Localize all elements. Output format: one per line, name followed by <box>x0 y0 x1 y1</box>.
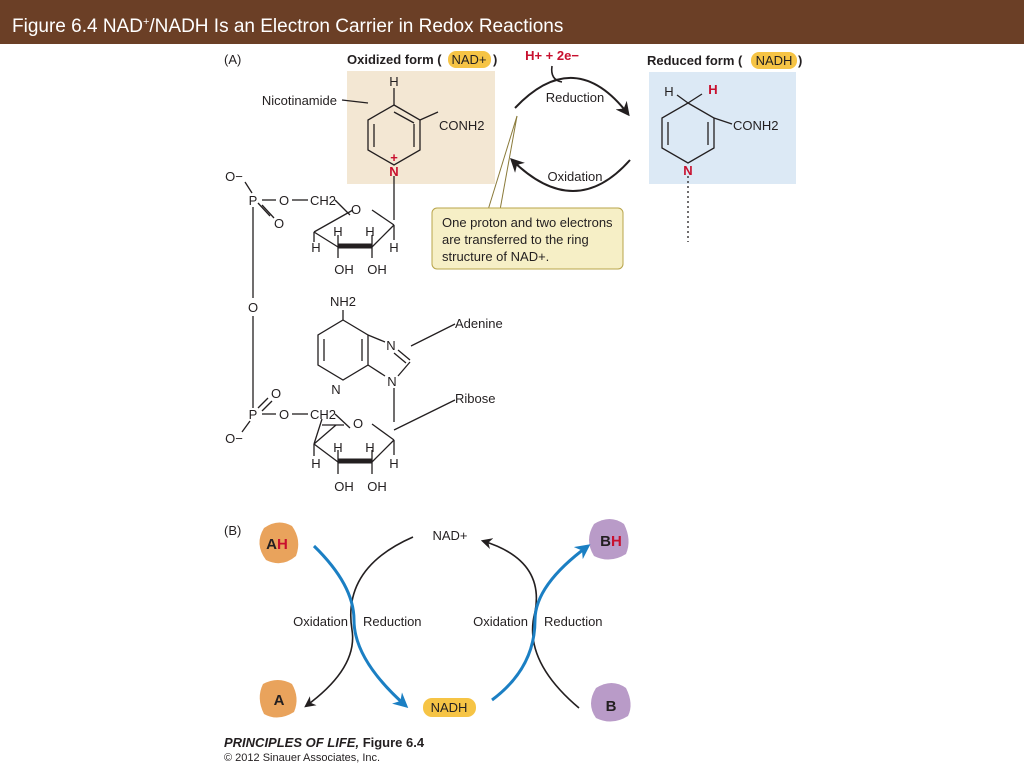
reduced-form-label: Reduced form ( <box>647 53 743 68</box>
right-oxidation-label: Oxidation <box>473 614 528 629</box>
proton-electrons-label: H+ + 2e− <box>525 48 579 63</box>
lower-ribose-oh2: OH <box>367 479 387 494</box>
nadh-pill-text: NADH <box>431 700 468 715</box>
figure-credit: PRINCIPLES OF LIFE, Figure 6.4 © 2012 Si… <box>224 735 424 764</box>
bh-label: BH <box>600 533 622 550</box>
adenine-n9: N <box>387 374 396 389</box>
lower-ch2: CH2 <box>310 407 336 422</box>
reduced-ring-background <box>649 72 796 184</box>
upper-phosphate-bonds <box>244 181 351 408</box>
lower-bridge-oxygen: O <box>279 407 289 422</box>
nad-to-a-arrow <box>304 536 414 708</box>
pyrophosphate-oxygen: O <box>248 300 258 315</box>
ring-nitrogen: N <box>389 164 398 179</box>
upper-bridge-oxygen: O <box>279 193 289 208</box>
lower-double-oxygen: O <box>271 386 281 401</box>
upper-ribose-oxygen: O <box>351 202 361 217</box>
lower-o-minus: O− <box>225 431 243 446</box>
figure-title: Figure 6.4 NAD+/NADH Is an Electron Carr… <box>0 0 1024 44</box>
upper-ribose-oh2: OH <box>367 262 387 277</box>
b-label: B <box>606 698 617 715</box>
a-molecule-blob <box>259 680 297 718</box>
proton-entry-arrow <box>550 65 563 83</box>
nadh-to-bh-arrow <box>491 544 591 702</box>
reduction-arrow <box>514 76 630 117</box>
reduced-atom-h: H <box>664 84 673 99</box>
adenine-label: Adenine <box>455 316 503 331</box>
nad-plus-badge-text: NAD+ <box>451 52 486 67</box>
lower-ribose-oh1: OH <box>334 479 354 494</box>
nicotinamide-label: Nicotinamide <box>262 93 337 108</box>
adenine-n3: N <box>331 382 340 397</box>
upper-ribose-h2: H <box>365 224 374 239</box>
upper-ribose-ring <box>313 209 395 258</box>
nicotinamide-ring-reduced <box>661 93 733 242</box>
ah-to-nadh-arrow <box>312 544 409 708</box>
lower-phosphorus: P <box>249 407 258 422</box>
reduced-conh2-label: CONH2 <box>733 118 779 133</box>
copyright-line: © 2012 Sinauer Associates, Inc. <box>224 752 381 764</box>
upper-ribose-h4: H <box>389 240 398 255</box>
reduction-label: Reduction <box>546 90 605 105</box>
callout-line-1: One proton and two electrons <box>442 215 613 230</box>
oxidation-label: Oxidation <box>548 169 603 184</box>
left-reduction-label: Reduction <box>363 614 422 629</box>
oxidized-ring-background <box>347 71 495 184</box>
oxidized-form-label: Oxidized form ( <box>347 52 442 67</box>
nad-plus-badge <box>448 51 491 68</box>
ribose-label: Ribose <box>455 391 495 406</box>
atom-h-top: H <box>389 74 398 89</box>
upper-double-oxygen: O <box>274 216 284 231</box>
callout-line-2: are transferred to the ring <box>442 232 589 247</box>
reduced-ring-nitrogen: N <box>683 163 692 178</box>
nad-plus-label: NAD+ <box>432 528 467 543</box>
bh-molecule-blob <box>589 519 629 560</box>
callout-box <box>431 207 624 270</box>
adenine-ring <box>317 310 456 422</box>
upper-ribose-h3: H <box>311 240 320 255</box>
callout-line-3: structure of NAD+. <box>442 249 549 264</box>
lower-ribose-ring <box>313 399 456 474</box>
oxidation-arrow <box>510 158 631 192</box>
upper-phosphorus: P <box>249 193 258 208</box>
nadh-badge <box>751 52 797 69</box>
lower-ribose-h4: H <box>389 456 398 471</box>
lower-ribose-h1: H <box>333 440 342 455</box>
lower-ribose-oxygen: O <box>353 416 363 431</box>
book-citation: PRINCIPLES OF LIFE, Figure 6.4 <box>224 735 425 750</box>
oxidized-form-close: ) <box>493 52 497 67</box>
callout-pointer-left <box>487 115 518 211</box>
panel-b-label: (B) <box>224 523 241 538</box>
callout-pointer-right <box>499 115 518 211</box>
nadh-pill <box>423 698 476 717</box>
figure-canvas: (A) Oxidized form ( NAD+ ) Reduced form … <box>224 48 802 722</box>
right-reduction-label: Reduction <box>544 614 603 629</box>
ah-molecule-blob <box>259 522 299 564</box>
left-oxidation-label: Oxidation <box>293 614 348 629</box>
reduced-form-close: ) <box>798 53 802 68</box>
adenine-n7: N <box>386 338 395 353</box>
n-plus-charge: + <box>390 150 398 165</box>
upper-o-minus: O− <box>225 169 243 184</box>
upper-ch2: CH2 <box>310 193 336 208</box>
panel-a-label: (A) <box>224 52 241 67</box>
nicotinamide-ring-oxidized <box>341 88 439 220</box>
upper-ribose-oh1: OH <box>334 262 354 277</box>
reduced-added-h: H <box>708 82 717 97</box>
a-label: A <box>274 692 285 709</box>
b-molecule-blob <box>591 683 631 722</box>
adenine-nh2: NH2 <box>330 294 356 309</box>
lower-ribose-h2: H <box>365 440 374 455</box>
ah-label: AH <box>266 536 288 553</box>
lower-ribose-h3: H <box>311 456 320 471</box>
lower-phosphate-bonds <box>241 397 351 433</box>
conh2-label: CONH2 <box>439 118 485 133</box>
nadh-badge-text: NADH <box>756 53 793 68</box>
upper-ribose-h1: H <box>333 224 342 239</box>
